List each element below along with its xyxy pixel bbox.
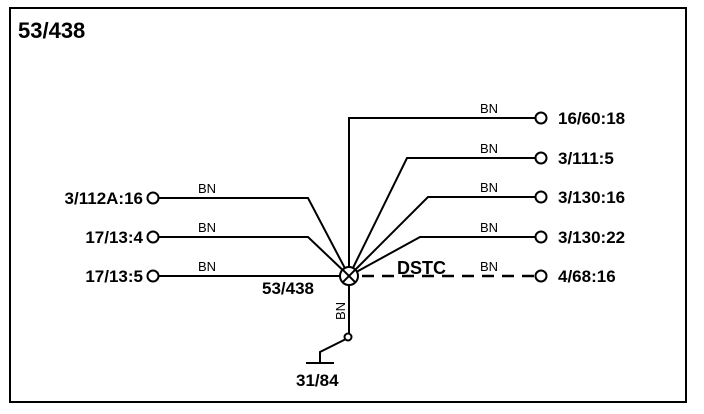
wire-left-1 <box>159 197 350 277</box>
terminal-label-right-3: 3/130:16 <box>558 188 625 207</box>
terminal-right-1 <box>534 111 548 125</box>
terminal-label-right-5: 4/68:16 <box>558 267 616 286</box>
terminal-label-right-2: 3/111:5 <box>558 149 614 168</box>
terminal-right-4 <box>534 230 548 244</box>
wire-color-right-3: BN <box>480 180 498 195</box>
terminal-label-right-1: 16/60:18 <box>558 109 625 128</box>
ground-label: 31/84 <box>296 371 339 390</box>
wire-color-ground: BN <box>333 302 348 320</box>
terminal-right-5 <box>534 269 548 283</box>
wire-color-right-1: BN <box>480 101 498 116</box>
wire-right-4 <box>348 236 535 277</box>
ground-terminal <box>343 332 353 342</box>
diagram-frame <box>9 7 687 403</box>
splice-label: 53/438 <box>262 279 314 298</box>
wire-right-1 <box>348 117 535 276</box>
wire-color-right-2: BN <box>480 141 498 156</box>
splice-node <box>339 266 359 286</box>
terminal-left-1 <box>146 191 160 205</box>
terminal-label-left-3: 17/13:5 <box>85 267 143 286</box>
wire-color-left-1: BN <box>198 181 216 196</box>
wire-color-right-4: BN <box>480 220 498 235</box>
terminal-right-2 <box>534 151 548 165</box>
terminal-left-3 <box>146 269 160 283</box>
terminal-label-left-1: 3/112A:16 <box>65 189 143 208</box>
terminal-right-3 <box>534 190 548 204</box>
diagram-title: 53/438 <box>18 18 85 43</box>
wire-color-left-3: BN <box>198 259 216 274</box>
wire-right-3 <box>348 196 535 277</box>
wire-color-right-5: BN <box>480 259 498 274</box>
shield-label: DSTC <box>397 258 446 278</box>
wire-left-2 <box>159 236 350 277</box>
ground-switch-arm <box>319 338 347 362</box>
terminal-left-2 <box>146 230 160 244</box>
wire-right-2 <box>348 157 535 277</box>
terminal-label-right-4: 3/130:22 <box>558 228 625 247</box>
terminal-label-left-2: 17/13:4 <box>85 228 143 247</box>
splice-cross-b <box>341 268 357 284</box>
wire-color-left-2: BN <box>198 220 216 235</box>
